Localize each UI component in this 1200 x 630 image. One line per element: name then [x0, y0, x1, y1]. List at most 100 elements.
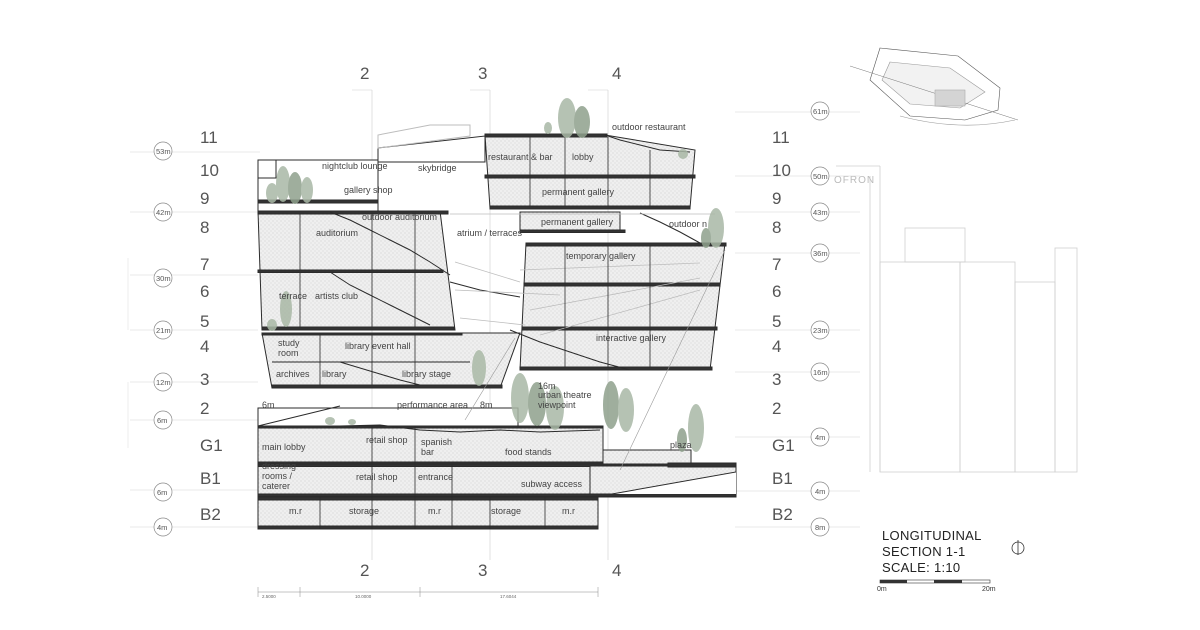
room-retail-shop-1: retail shop — [366, 435, 408, 445]
room-library-stage: library stage — [402, 369, 451, 379]
grid-top-2: 2 — [360, 64, 369, 83]
room-performance-area: performance area — [397, 400, 468, 410]
room-urban-theatre-2: urban theatre — [538, 390, 592, 400]
room-storage-1: storage — [349, 506, 379, 516]
level-left-11: 11 — [200, 128, 218, 147]
elev-left-53m: 53m — [156, 147, 171, 156]
building-section — [257, 124, 737, 530]
level-right-8: 8 — [772, 218, 781, 237]
room-restaurant-bar: restaurant & bar — [488, 152, 553, 162]
grid-labels: 2 3 4 2 3 4 — [360, 64, 621, 580]
room-spanish-2: bar — [421, 447, 434, 457]
room-archives: archives — [276, 369, 310, 379]
dimension-line — [257, 587, 599, 597]
dim-3: 17.6044 — [500, 594, 517, 599]
room-labels: nightclub lounge skybridge restaurant & … — [262, 122, 707, 516]
elev-left-4m: 4m — [157, 523, 167, 532]
room-main-lobby: main lobby — [262, 442, 306, 452]
room-nightclub-lounge: nightclub lounge — [322, 161, 388, 171]
elev-right-43m: 43m — [813, 208, 828, 217]
level-left-8: 8 — [200, 218, 209, 237]
room-permanent-gallery-1: permanent gallery — [542, 187, 615, 197]
level-right-5: 5 — [772, 312, 781, 331]
level-labels-left: 11 10 9 8 7 6 5 4 3 2 G1 B1 B2 — [200, 128, 223, 524]
level-right-3: 3 — [772, 370, 781, 389]
scale-end: 20m — [982, 586, 996, 593]
dim-2: 10.0000 — [355, 594, 372, 599]
north-arrow-icon — [1011, 540, 1025, 555]
elev-right-4m-a: 4m — [815, 433, 825, 442]
level-left-10: 10 — [200, 161, 219, 180]
level-right-g1: G1 — [772, 436, 795, 455]
elevation-markers-left — [153, 141, 173, 537]
level-left-5: 5 — [200, 312, 209, 331]
room-temporary-gallery: temporary gallery — [566, 251, 636, 261]
level-labels-right: 11 10 9 8 7 6 5 4 3 2 G1 B1 B2 — [772, 128, 795, 524]
room-artists-club: artists club — [315, 291, 358, 301]
grid-top-4: 4 — [612, 64, 621, 83]
level-right-7: 7 — [772, 255, 781, 274]
room-study-2: room — [278, 348, 299, 358]
level-right-2: 2 — [772, 399, 781, 418]
level-right-b2: B2 — [772, 505, 793, 524]
room-gallery-shop: gallery shop — [344, 185, 393, 195]
title-line-1: LONGITUDINAL — [882, 528, 982, 543]
scale-bar — [879, 579, 991, 584]
room-urban-theatre-3: viewpoint — [538, 400, 576, 410]
room-mr-1: m.r — [289, 506, 302, 516]
room-interactive-gallery: interactive gallery — [596, 333, 667, 343]
room-urban-theatre-1: 16m — [538, 381, 556, 391]
dim-1: 2.5000 — [262, 594, 276, 599]
level-right-6: 6 — [772, 282, 781, 301]
elev-left-6m-a: 6m — [157, 416, 167, 425]
elev-right-16m: 16m — [813, 368, 828, 377]
room-entrance: entrance — [418, 472, 453, 482]
grid-bottom-3: 3 — [478, 561, 487, 580]
room-library-event-hall: library event hall — [345, 341, 411, 351]
level-g1-slab — [257, 425, 604, 465]
elev-right-8m: 8m — [815, 523, 825, 532]
elev-right-36m: 36m — [813, 249, 828, 258]
room-outdoor-partial: outdoor n — [669, 219, 707, 229]
level-left-g1: G1 — [200, 436, 223, 455]
room-outdoor-auditorium: outdoor auditorium — [362, 212, 437, 222]
gallery-block-top — [484, 134, 696, 209]
level-right-9: 9 — [772, 189, 781, 208]
room-library: library — [322, 369, 347, 379]
room-dressing-2: rooms / — [262, 471, 293, 481]
facade-sign: OFRON — [834, 175, 875, 186]
room-study-1: study — [278, 338, 300, 348]
elev-left-30m: 30m — [156, 274, 171, 283]
level-right-b1: B1 — [772, 469, 793, 488]
room-storage-2: storage — [491, 506, 521, 516]
elev-right-23m: 23m — [813, 326, 828, 335]
level-guides — [127, 111, 860, 528]
mark-8m: 8m — [480, 400, 493, 410]
columns — [299, 137, 651, 529]
room-plaza: plaza — [670, 440, 692, 450]
level-left-b1: B1 — [200, 469, 221, 488]
room-dressing-1: dressing — [262, 461, 296, 471]
room-spanish-1: spanish — [421, 437, 452, 447]
grid-top-3: 3 — [478, 64, 487, 83]
room-lobby: lobby — [572, 152, 594, 162]
title-line-2: SECTION 1-1 — [882, 544, 965, 559]
room-subway-access: subway access — [521, 479, 583, 489]
elev-left-12m: 12m — [156, 378, 171, 387]
room-atrium-terraces: atrium / terraces — [457, 228, 523, 238]
level-left-7: 7 — [200, 255, 209, 274]
level-left-4: 4 — [200, 337, 209, 356]
room-outdoor-restaurant: outdoor restaurant — [612, 122, 686, 132]
elev-right-61m: 61m — [813, 107, 828, 116]
mark-6m: 6m — [262, 400, 275, 410]
elev-right-4m-b: 4m — [815, 487, 825, 496]
level-left-6: 6 — [200, 282, 209, 301]
grid-bottom-2: 2 — [360, 561, 369, 580]
elev-left-42m: 42m — [156, 208, 171, 217]
room-mr-3: m.r — [562, 506, 575, 516]
level-left-9: 9 — [200, 189, 209, 208]
level-left-2: 2 — [200, 399, 209, 418]
grid-bottom-4: 4 — [612, 561, 621, 580]
elev-left-6m-b: 6m — [157, 488, 167, 497]
